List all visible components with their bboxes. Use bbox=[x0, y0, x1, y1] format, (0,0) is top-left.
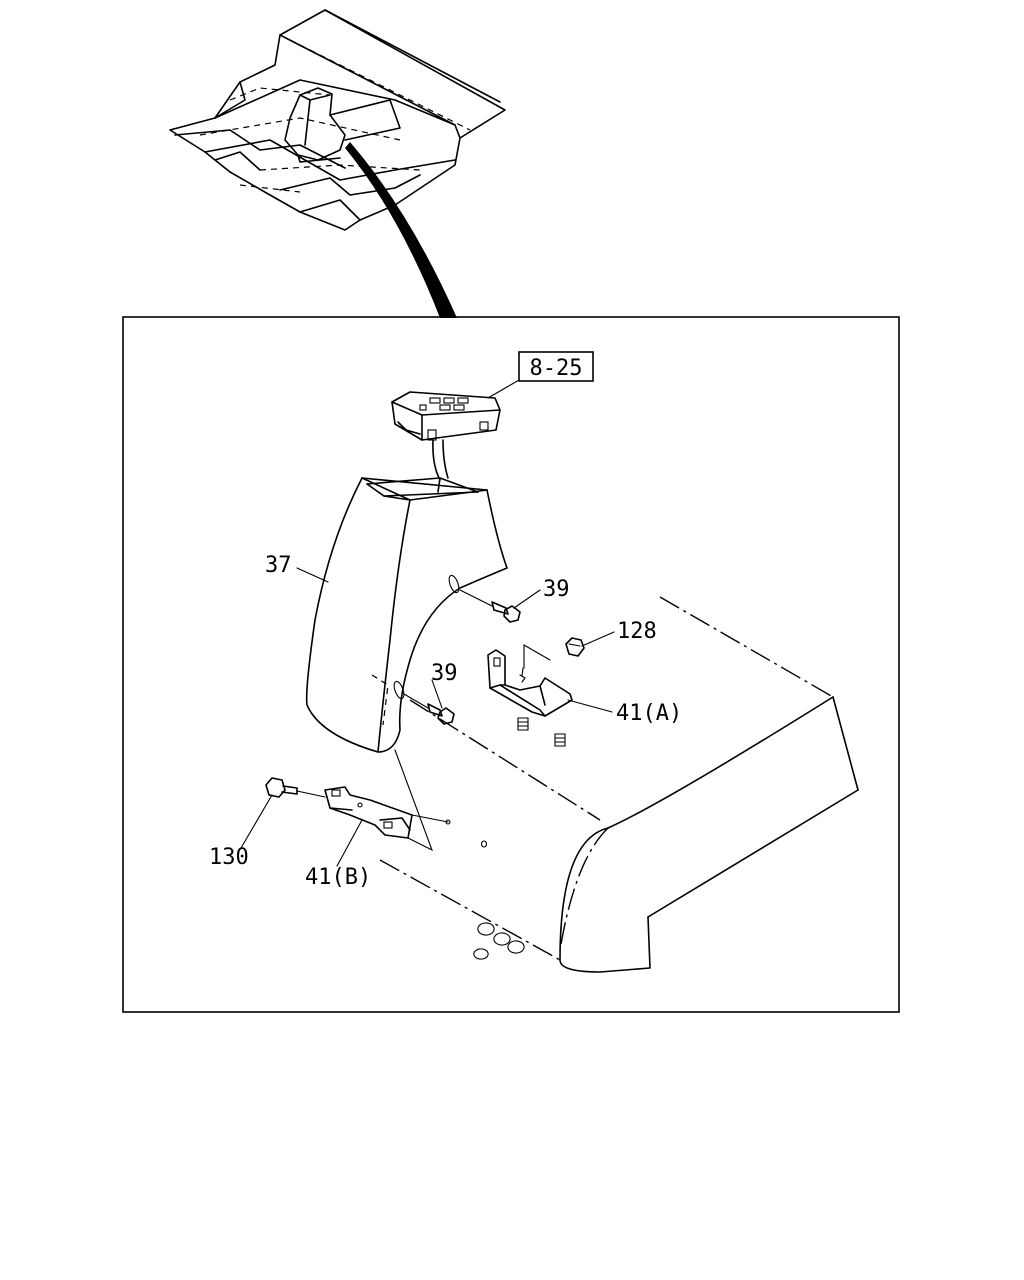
console-37 bbox=[305, 477, 508, 753]
callout-37: 37 bbox=[265, 553, 292, 578]
nut-128 bbox=[565, 637, 585, 657]
callout-39-lower: 39 bbox=[431, 661, 458, 686]
callout-8-25-text: 8-25 bbox=[530, 356, 583, 381]
floor-tunnel bbox=[379, 596, 859, 973]
callout-41b: 41(B) bbox=[305, 865, 371, 890]
leader-lines bbox=[240, 379, 615, 867]
callout-41a: 41(A) bbox=[616, 701, 682, 726]
bolt-39-lower bbox=[403, 693, 455, 725]
zoom-pointer bbox=[345, 142, 457, 318]
callout-130: 130 bbox=[209, 845, 249, 870]
callout-39-upper: 39 bbox=[543, 577, 570, 602]
detail-frame bbox=[122, 316, 900, 1013]
bolt-130 bbox=[265, 777, 326, 798]
callout-ref-8-25[interactable]: 8-25 bbox=[518, 351, 594, 382]
bolt-39-upper bbox=[459, 589, 521, 623]
bracket-41b bbox=[324, 749, 451, 852]
switch-harness bbox=[432, 439, 441, 481]
switch-assembly bbox=[391, 391, 501, 441]
callout-128: 128 bbox=[617, 619, 657, 644]
bracket-41a bbox=[487, 644, 573, 747]
cab-floor-overview bbox=[169, 9, 506, 231]
